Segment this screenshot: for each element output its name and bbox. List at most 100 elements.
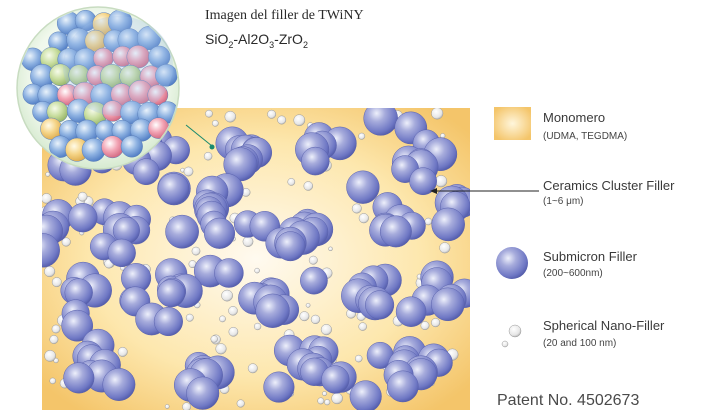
- inset-sphere: [101, 135, 124, 159]
- nano-filler: [305, 302, 311, 308]
- submicron-sphere-icon: [496, 247, 528, 279]
- filler-formula: SiO2-Al2O3-ZrO2: [205, 31, 308, 50]
- nano-sphere-small-icon: [501, 340, 509, 348]
- nano-filler: [431, 318, 441, 328]
- nano-filler: [42, 193, 52, 204]
- nano-filler: [44, 350, 56, 362]
- legend-monomer-label: Monomero: [543, 110, 606, 125]
- submicron-sphere: [63, 362, 95, 394]
- submicron-sphere: [203, 217, 236, 249]
- nano-filler: [254, 267, 260, 274]
- submicron-sphere: [321, 365, 350, 394]
- submicron-sphere: [346, 170, 380, 204]
- nano-filler: [439, 242, 451, 254]
- nano-filler: [49, 335, 59, 344]
- submicron-sphere: [68, 203, 98, 233]
- nano-filler: [117, 346, 128, 357]
- submicron-sphere: [255, 293, 290, 328]
- nano-filler: [228, 326, 239, 337]
- nano-filler: [320, 324, 332, 336]
- legend-submicron-detail: (200~600nm): [543, 268, 603, 279]
- nano-filler: [242, 236, 254, 247]
- inset-sphere: [147, 84, 169, 106]
- nano-filler: [224, 110, 237, 123]
- nano-filler: [45, 171, 51, 177]
- nano-filler: [303, 181, 314, 191]
- submicron-sphere: [61, 309, 94, 342]
- nano-filler: [236, 399, 245, 408]
- nano-filler: [424, 217, 433, 226]
- legend-ceramics-detail: (1~6 μm): [543, 196, 584, 207]
- submicron-sphere: [214, 258, 244, 288]
- filler-particles: [42, 108, 470, 410]
- nano-filler: [247, 363, 258, 374]
- nano-filler: [322, 391, 327, 397]
- cluster-inset: [16, 6, 180, 170]
- submicron-sphere: [431, 287, 465, 322]
- submicron-sphere: [102, 368, 136, 401]
- nano-filler: [164, 404, 170, 409]
- legend-ceramics-label: Ceramics Cluster Filler: [543, 178, 675, 193]
- nano-filler: [183, 166, 194, 177]
- nano-filler: [221, 289, 233, 302]
- nano-filler: [203, 151, 213, 161]
- submicron-sphere: [153, 306, 183, 337]
- nano-filler: [431, 108, 444, 120]
- submicron-sphere: [365, 290, 395, 320]
- nano-filler: [358, 213, 369, 224]
- inset-pointer-dot: [209, 144, 215, 150]
- nano-filler: [205, 109, 213, 118]
- nano-filler: [317, 397, 325, 405]
- nano-filler: [293, 114, 306, 127]
- nano-filler: [308, 255, 318, 265]
- nano-filler: [328, 246, 333, 252]
- nano-filler: [182, 402, 192, 410]
- nano-filler: [310, 314, 321, 325]
- inset-sphere: [120, 135, 143, 158]
- nano-filler: [420, 321, 430, 331]
- submicron-sphere: [132, 158, 160, 186]
- submicron-sphere: [363, 108, 398, 136]
- patent-number: Patent No. 4502673: [497, 392, 640, 409]
- nano-filler: [51, 277, 62, 288]
- submicron-sphere: [157, 279, 186, 308]
- submicron-sphere: [107, 238, 136, 268]
- nano-filler: [331, 392, 343, 405]
- nano-filler: [51, 324, 61, 334]
- legend-nano-label: Spherical Nano-Filler: [543, 318, 665, 333]
- nano-filler: [185, 313, 194, 322]
- nano-filler: [210, 335, 218, 343]
- submicron-sphere: [300, 266, 328, 295]
- nano-sphere-large-icon: [508, 324, 522, 338]
- nano-filler: [324, 399, 331, 406]
- nano-filler: [44, 265, 56, 278]
- nano-filler: [351, 203, 362, 214]
- submicron-sphere: [379, 215, 412, 248]
- nano-filler: [358, 132, 366, 140]
- nano-filler: [191, 246, 201, 256]
- nano-filler: [267, 109, 277, 119]
- nano-filler: [228, 306, 238, 316]
- submicron-sphere: [275, 231, 306, 262]
- legend-monomer-detail: (UDMA, TEGDMA): [543, 131, 628, 142]
- nano-filler: [215, 343, 227, 355]
- nano-filler: [61, 237, 71, 247]
- submicron-sphere: [409, 167, 437, 196]
- nano-filler: [287, 178, 296, 186]
- ceramics-arrow-icon: [430, 188, 437, 194]
- legend-nano-detail: (20 and 100 nm): [543, 338, 617, 349]
- monomer-swatch-icon: [494, 107, 531, 140]
- nano-filler: [277, 115, 287, 125]
- submicron-sphere: [395, 296, 427, 327]
- nano-filler: [49, 377, 56, 385]
- nano-filler: [358, 322, 367, 331]
- submicron-sphere: [349, 380, 382, 410]
- submicron-sphere: [301, 146, 330, 176]
- nano-filler: [253, 322, 262, 331]
- nano-filler: [435, 175, 448, 188]
- submicron-sphere: [157, 173, 190, 205]
- nano-filler: [354, 354, 363, 363]
- submicron-sphere: [386, 370, 419, 403]
- submicron-sphere: [431, 207, 465, 242]
